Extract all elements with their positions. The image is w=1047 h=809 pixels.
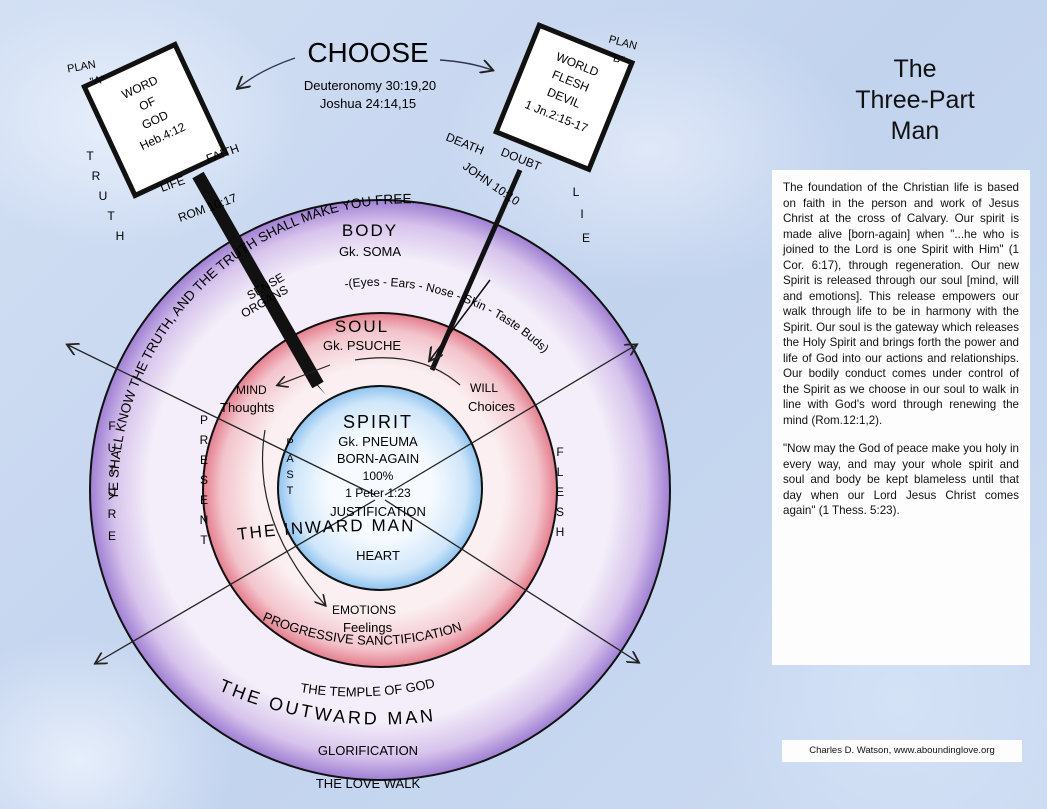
future-vertical: F U T U R E	[108, 419, 117, 543]
love-walk-label: THE LOVE WALK	[316, 776, 421, 791]
world-flesh-devil-sign: WORLD FLESH DEVIL 1 Jn.2:15-17	[492, 22, 636, 173]
will-label: WILL	[470, 381, 498, 395]
three-part-man-diagram: WORD OF GOD Heb.4:12 WORLD FLESH DEVIL 1…	[0, 22, 671, 791]
svg-text:T: T	[86, 149, 94, 163]
svg-text:OF: OF	[137, 94, 158, 114]
plan-a-label: PLAN	[66, 59, 96, 76]
percent-label: 100%	[363, 469, 394, 483]
svg-text:L: L	[573, 185, 580, 199]
future-arrow-lower-right	[384, 499, 638, 662]
present-vertical: P R E S E N T	[200, 413, 209, 547]
svg-text:H: H	[116, 229, 125, 243]
page-title: The Three-Part Man	[855, 55, 975, 145]
soul-greek: Gk. PSUCHE	[323, 338, 401, 353]
svg-text:E: E	[582, 231, 590, 245]
svg-text:T: T	[287, 485, 294, 497]
choose-arrow-right	[439, 59, 492, 70]
svg-text:R: R	[200, 433, 209, 447]
soul-bracket	[354, 357, 461, 386]
svg-text:S: S	[556, 505, 564, 519]
truth-vertical: T R U T H	[86, 149, 124, 243]
future-arrow-lower-left	[96, 499, 376, 663]
plan-b-label: PLAN	[607, 34, 638, 53]
svg-text:R: R	[108, 507, 117, 521]
word-of-god-post	[192, 171, 324, 389]
mind-label: MIND	[236, 383, 267, 397]
svg-text:U: U	[108, 485, 117, 499]
born-again-label: BORN-AGAIN	[337, 451, 419, 466]
svg-text:E: E	[200, 453, 208, 467]
svg-text:T: T	[108, 463, 116, 477]
choices-label: Choices	[468, 399, 515, 414]
svg-text:E: E	[556, 485, 564, 499]
author-credit: Charles D. Watson, www.aboundinglove.org	[782, 740, 1022, 762]
death-label: DEATH	[444, 130, 486, 158]
heart-label: HEART	[356, 548, 400, 563]
future-arrow-upper-right	[384, 345, 636, 496]
feelings-label: Feelings	[343, 620, 393, 635]
past-vertical: P A S T	[286, 437, 294, 497]
svg-text:S: S	[200, 473, 208, 487]
svg-text:F: F	[556, 445, 563, 459]
plan-a-letter: "A"	[89, 74, 106, 88]
choose-arrow-left	[238, 57, 296, 88]
svg-text:P: P	[286, 437, 293, 449]
scripture-quote: "Now may the God of peace make you holy …	[783, 442, 1019, 517]
svg-text:E: E	[108, 529, 116, 543]
svg-text:N: N	[200, 513, 209, 527]
svg-text:R: R	[92, 169, 101, 183]
emotions-label: EMOTIONS	[332, 603, 396, 617]
lie-vertical: L I E	[573, 185, 590, 245]
svg-text:S: S	[286, 469, 293, 481]
world-arrow	[430, 279, 491, 360]
emotions-arrow	[262, 429, 326, 605]
svg-text:P: P	[200, 413, 208, 427]
spirit-circle	[277, 385, 483, 591]
peter-ref-label: 1 Peter 1:23	[345, 486, 411, 500]
mind-arrow	[278, 364, 331, 385]
svg-text:L: L	[557, 465, 564, 479]
choose-title: CHOOSE	[307, 37, 428, 68]
svg-text:U: U	[108, 441, 117, 455]
plan-b-letter: "B"	[608, 51, 626, 67]
svg-text:T: T	[200, 533, 208, 547]
svg-text:A: A	[286, 453, 294, 465]
future-arrow-upper-left	[68, 345, 376, 496]
thoughts-label: Thoughts	[220, 400, 275, 415]
choose-ref-deuteronomy: Deuteronomy 30:19,20	[304, 78, 436, 93]
svg-text:H: H	[556, 525, 565, 539]
spirit-greek: Gk. PNEUMA	[338, 434, 418, 449]
spirit-title: SPIRIT	[343, 412, 413, 432]
svg-text:E: E	[200, 493, 208, 507]
body-title: BODY	[342, 221, 398, 240]
svg-text:U: U	[99, 189, 108, 203]
svg-text:F: F	[108, 419, 115, 433]
choose-ref-joshua: Joshua 24:14,15	[320, 96, 416, 111]
soul-title: SOUL	[335, 317, 389, 336]
justification-label: JUSTIFICATION	[330, 504, 426, 519]
svg-text:T: T	[107, 209, 115, 223]
body-greek: Gk. SOMA	[339, 244, 401, 259]
flesh-vertical: F L E S H	[556, 445, 565, 539]
description-box: The foundation of the Christian life is …	[772, 170, 1030, 665]
svg-text:I: I	[580, 207, 583, 221]
glorification-label: GLORIFICATION	[318, 743, 418, 758]
word-of-god-sign: WORD OF GOD Heb.4:12	[81, 41, 229, 199]
description-paragraph: The foundation of the Christian life is …	[783, 181, 1019, 427]
